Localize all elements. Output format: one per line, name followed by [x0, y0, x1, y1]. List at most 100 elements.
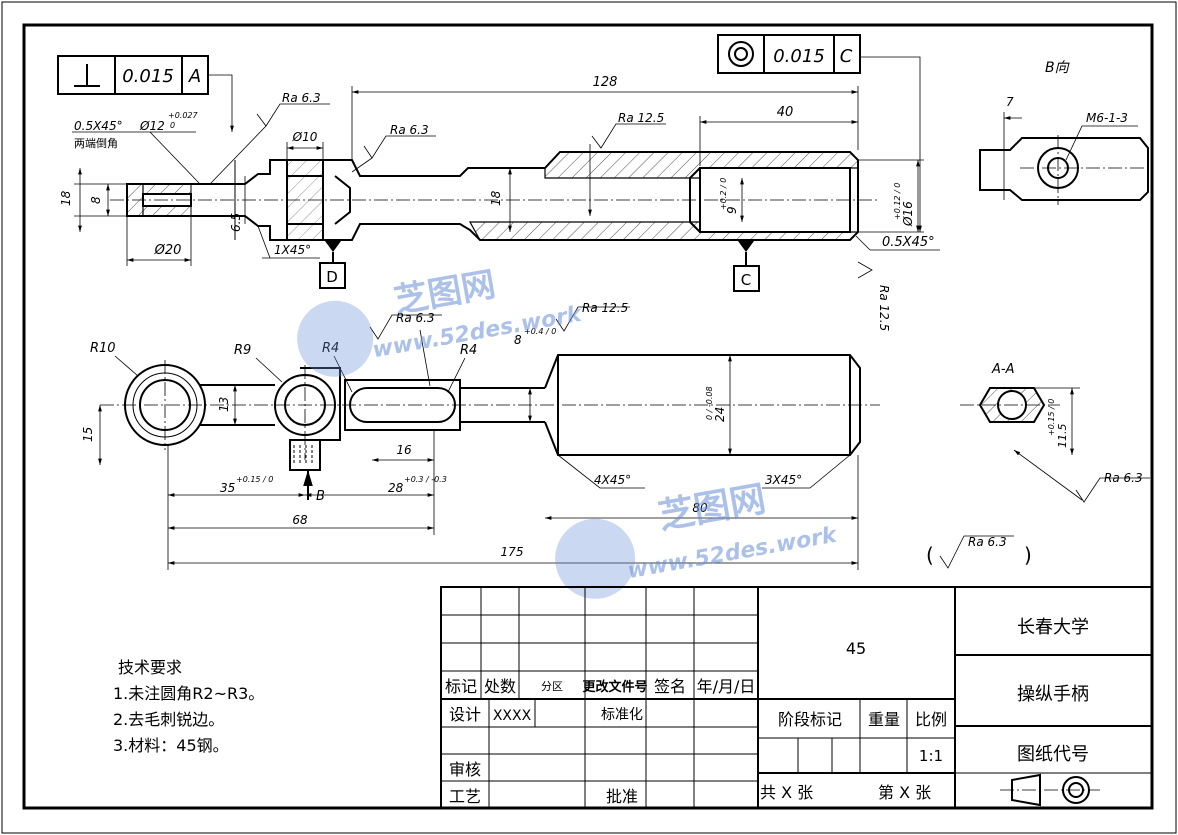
tb-count: 处数	[484, 677, 516, 696]
tb-part-name: 操纵手柄	[1017, 684, 1089, 705]
datum-c-label: C	[741, 271, 751, 289]
datum-c-triangle	[738, 241, 754, 252]
dim-phi20: Ø20	[154, 243, 182, 258]
dim-18-left: 18	[59, 190, 73, 206]
arm-link	[200, 384, 275, 426]
watermark-url-b: www.52des.work	[626, 523, 840, 585]
paren-open: (	[926, 543, 934, 567]
b-view-outline	[979, 137, 1149, 201]
dim-phi10: Ø10	[292, 130, 318, 144]
tb-designer: XXXX	[493, 708, 532, 724]
dim-r10: R10	[90, 341, 116, 356]
tb-material: 45	[846, 639, 866, 658]
dim-7: 7	[1006, 95, 1014, 109]
hatch-upper-wall	[544, 151, 859, 179]
tb-sheets-total: 共 X 张	[760, 783, 813, 802]
small-eye-hole	[284, 384, 326, 426]
tb-standard: 标准化	[601, 707, 643, 723]
slot-block	[344, 379, 461, 431]
section-aa: A-A 11.5 +0.15 / 0 Ra 6.3	[960, 362, 1150, 503]
tech-item-2: 2.去毛刺锐边。	[113, 710, 224, 729]
roughness-top: Ra 6.3 Ra 6.3 Ra 12.5 Ra 12.5	[209, 91, 891, 331]
roughness-general: Ra 6.3	[968, 535, 1007, 549]
dim-40: 40	[777, 105, 794, 120]
dim-11-5: 11.5	[1056, 424, 1069, 449]
dim-phi12: Ø12	[139, 119, 165, 133]
dim-16: 16	[396, 443, 412, 457]
tb-drawing-no: 图纸代号	[1017, 744, 1089, 765]
chamfer-note: 两端倒角	[74, 137, 118, 150]
dim-8-slot-tol: +0.4 / 0	[524, 327, 556, 336]
tech-requirements: 技术要求 1.未注圆角R2~R3。 2.去毛刺锐边。 3.材料：45钢。	[113, 658, 264, 755]
tb-sheet-no: 第 X 张	[878, 783, 931, 802]
slot	[349, 387, 456, 423]
roughness-ra63-c: Ra 6.3	[396, 311, 435, 325]
roughness-ra125-a: Ra 12.5	[618, 111, 664, 125]
roughness-ra63-a: Ra 6.3	[282, 91, 321, 105]
drill-point	[334, 175, 351, 225]
arrow-b-label: B	[316, 489, 325, 504]
dim-6-5: 6.5	[229, 213, 243, 232]
dim-r4b: R4	[460, 343, 477, 358]
tb-stage-mark: 阶段标记	[778, 710, 842, 729]
tb-sign: 签名	[654, 677, 686, 696]
dim-r4a: R4	[322, 341, 339, 356]
perpendicularity-frame: 0.015 A	[57, 55, 234, 132]
front-section-view: D C 128 40 18 9 +0.2 / 0 Ø16 +0.12 / 0 0…	[57, 34, 940, 331]
tb-process: 工艺	[449, 787, 481, 806]
shaft-outline	[126, 151, 859, 241]
hatch-left-wall	[126, 183, 144, 217]
dim-chamfer-top: 0.5X45°	[74, 119, 123, 133]
watermark-brand-a: 芝图网	[391, 264, 498, 321]
dim-24: 24	[713, 407, 727, 422]
roughness-ra63-d: Ra 6.3	[1104, 471, 1143, 485]
dim-4x45: 4X45°	[594, 473, 631, 487]
dim-35-tol: +0.15 / 0	[236, 475, 273, 484]
projection-cone-icon	[1011, 773, 1041, 807]
dim-phi16-tol: +0.12 / 0	[893, 183, 902, 220]
dim-35: 35	[220, 481, 235, 495]
dim-r9: R9	[234, 343, 251, 358]
dim-phi12-lower: 0	[170, 121, 175, 130]
tb-scale: 1:1	[919, 747, 943, 765]
tb-zone: 分区	[541, 680, 563, 693]
dim-18-mid: 18	[489, 190, 503, 206]
general-roughness: ( Ra 6.3 )	[926, 535, 1032, 569]
dim-phi12-upper: +0.027	[168, 111, 199, 120]
dim-8-slot: 8	[514, 333, 522, 347]
roughness-ra125-b: Ra 12.5	[877, 285, 891, 331]
top-view: R10 R9 R4 R4 13 15 8 +0.4 / 0 24 0 / -0.…	[81, 301, 880, 570]
dim-68: 68	[292, 513, 308, 527]
dim-1x45: 1X45°	[274, 243, 311, 257]
handle-body	[544, 354, 861, 456]
tech-item-3: 3.材料：45钢。	[113, 736, 229, 755]
datum-d-triangle	[325, 241, 341, 252]
coaxiality-icon	[728, 41, 754, 67]
dim-13: 13	[217, 397, 231, 412]
dim-9-tol: +0.2 / 0	[719, 178, 728, 210]
tb-date: 年/月/日	[697, 677, 756, 696]
dim-8: 8	[89, 196, 103, 204]
datum-d-label: D	[326, 268, 338, 286]
coaxiality-frame: 0.015 C	[717, 34, 922, 232]
title-block: 标记 处数 分区 更改文件号 签名 年/月/日 设计 XXXX 标准化 审核 工…	[440, 586, 1153, 809]
coax-value: 0.015	[773, 46, 825, 67]
section-label: A-A	[991, 362, 1014, 377]
dim-80: 80	[692, 501, 708, 515]
tech-item-1: 1.未注圆角R2~R3。	[113, 684, 264, 703]
perp-datum: A	[188, 66, 201, 87]
perp-value: 0.015	[122, 66, 174, 87]
b-view-label: B向	[1045, 60, 1071, 76]
hatch-left-top	[142, 183, 192, 195]
tb-weight: 重量	[868, 710, 900, 729]
paren-close: )	[1024, 543, 1032, 567]
roughness-ra125-c: Ra 12.5	[582, 301, 628, 315]
tb-change-doc: 更改文件号	[582, 679, 647, 695]
tb-scale-label: 比例	[915, 710, 947, 729]
tb-school: 长春大学	[1017, 617, 1089, 638]
dim-11-5-tol: +0.15 / 0	[1047, 399, 1056, 436]
dim-28-tol: +0.3 / -0.3	[404, 475, 447, 484]
datum-c-box	[733, 265, 760, 292]
